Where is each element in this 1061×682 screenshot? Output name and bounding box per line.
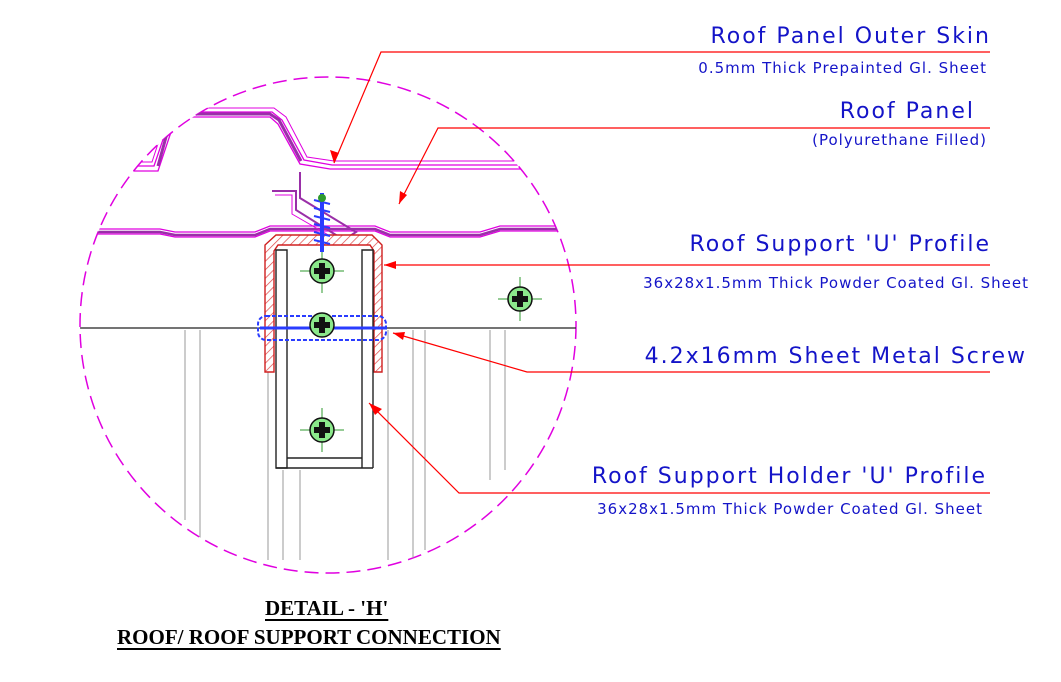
callout-holder-profile-title: Roof Support Holder 'U' Profile	[591, 464, 987, 489]
screw-legend-sample	[498, 277, 542, 321]
beam-structure	[80, 327, 576, 560]
roof-support-holder	[275, 249, 374, 469]
callout-holder-profile-subtitle: 36x28x1.5mm Thick Powder Coated Gl. Shee…	[597, 500, 983, 518]
screw-lower	[300, 408, 344, 452]
callout-roof-panel-subtitle: (Polyurethane Filled)	[812, 131, 987, 149]
leader-arrowheads	[330, 150, 407, 415]
roof-support-u-profile	[264, 234, 383, 373]
leader-lines	[333, 51, 990, 494]
callout-outer-skin-subtitle: 0.5mm Thick Prepainted Gl. Sheet	[698, 59, 987, 77]
detail-subtitle: ROOF/ ROOF SUPPORT CONNECTION	[117, 625, 501, 649]
screw-upper	[300, 249, 344, 293]
outer-skin-rib-fill	[156, 112, 303, 167]
detail-title: DETAIL - 'H'	[265, 596, 389, 620]
callout-screw-title: 4.2x16mm Sheet Metal Screw	[644, 344, 1027, 369]
callout-support-profile-title: Roof Support 'U' Profile	[689, 232, 991, 257]
detail-circle	[79, 76, 577, 574]
callout-roof-panel-title: Roof Panel	[839, 99, 975, 124]
callout-outer-skin-title: Roof Panel Outer Skin	[710, 24, 991, 49]
panel-screw	[313, 193, 331, 252]
callout-support-profile-subtitle: 36x28x1.5mm Thick Powder Coated Gl. Shee…	[643, 274, 1029, 292]
screw-middle	[257, 312, 387, 341]
roof-panel-outer-skin	[110, 107, 576, 172]
